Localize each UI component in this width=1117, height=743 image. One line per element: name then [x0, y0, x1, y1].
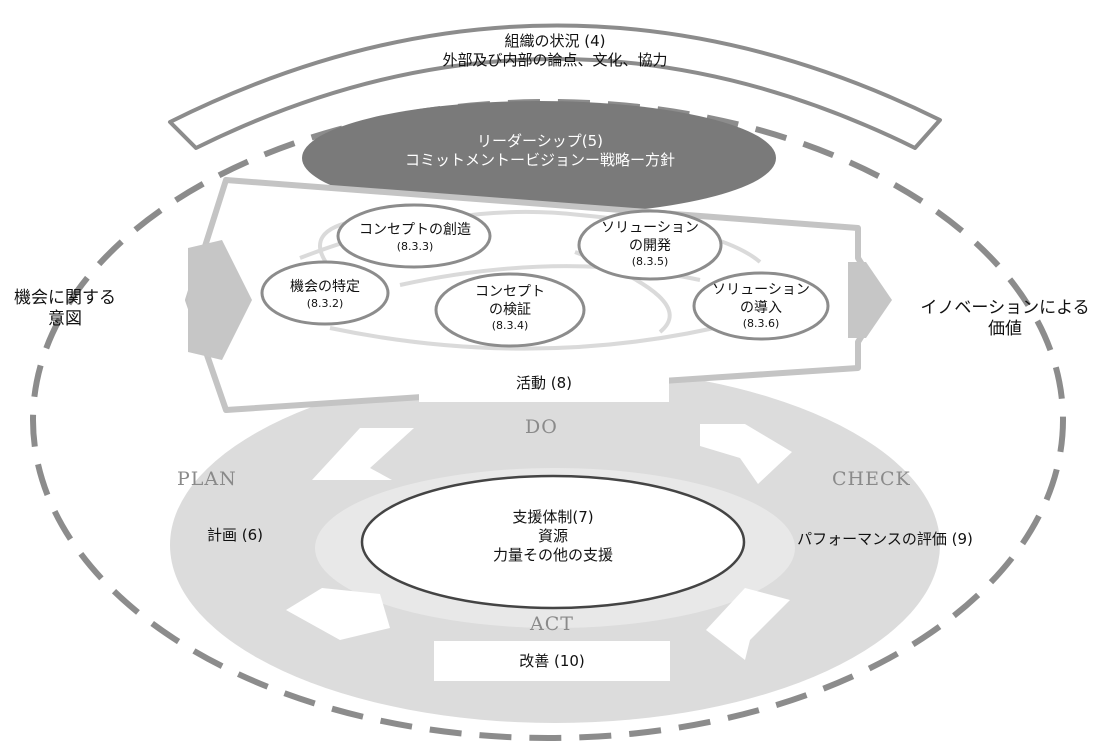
intent-line2: 意図	[48, 309, 82, 330]
pdca-act: ACT	[530, 613, 574, 635]
context-label: 組織の状況 (4) 外部及び内部の論点、文化、協力	[330, 32, 780, 70]
pdca-plan: PLAN	[177, 468, 237, 490]
process-ref: (8.3.6)	[742, 317, 780, 330]
process-solution-deployment: ソリューション の導入 (8.3.6)	[696, 282, 826, 331]
process-name-2: の検証	[489, 301, 531, 318]
process-ellipse-concept-creation	[336, 203, 492, 269]
improvement-label: 改善 (10)	[519, 652, 585, 670]
process-name-2: の開発	[629, 237, 671, 254]
process-name: ソリューション	[601, 220, 699, 236]
support-title: 支援体制(7)	[512, 508, 594, 526]
process-ref: (8.3.2)	[306, 296, 344, 310]
leadership-subtitle: コミットメントービジョンー戦略ー方針	[404, 150, 675, 169]
process-name-2: の導入	[740, 299, 782, 316]
value-line2: 価値	[988, 319, 1022, 340]
intent-line1: 機会に関する	[14, 288, 116, 308]
process-name: コンセプト	[475, 284, 545, 300]
planning-label: 計画 (6)	[206, 526, 264, 544]
process-ellipse-concept-validation	[434, 272, 586, 348]
process-concept-validation: コンセプト の検証 (8.3.4)	[440, 284, 580, 333]
intent-arrow	[188, 240, 252, 360]
process-name: コンセプトの創造	[359, 222, 471, 238]
operation-label: 活動 (8)	[515, 374, 573, 392]
support-resources: 資源	[537, 526, 568, 545]
operation-box	[419, 366, 669, 402]
context-title: 組織の状況 (4)	[504, 32, 606, 50]
process-name: ソリューション	[712, 282, 810, 298]
process-ref: (8.3.5)	[631, 255, 669, 268]
pdca-arrow-plan-to-do	[312, 428, 414, 480]
process-opportunity-identification: 機会の特定 (8.3.2)	[265, 279, 385, 310]
support-competence: 力量その他の支援	[492, 545, 613, 564]
value-arrow	[848, 262, 892, 338]
pdca-arrow-do-to-check	[700, 424, 792, 484]
organization-boundary	[30, 99, 1066, 741]
process-ellipse-solution-development	[577, 209, 723, 281]
process-ellipse-solution-deployment	[692, 271, 830, 341]
support-label: 支援体制(7) 資源 力量その他の支援	[430, 508, 676, 564]
process-swirl	[299, 209, 762, 351]
intent-label: 機会に関する 意図	[0, 288, 130, 331]
leadership-label: リーダーシップ(5) コミットメントービジョンー戦略ー方針	[330, 132, 750, 170]
process-solution-development: ソリューション の開発 (8.3.5)	[582, 220, 718, 269]
process-ref: (8.3.3)	[396, 239, 434, 253]
leadership-ellipse	[302, 101, 776, 215]
process-concept-creation: コンセプトの創造 (8.3.3)	[340, 222, 490, 253]
process-ref: (8.3.4)	[491, 319, 529, 332]
pdca-arrow-check-to-act	[706, 588, 790, 660]
pdca-check: CHECK	[832, 468, 911, 490]
process-ellipse-opportunity-identification	[260, 260, 390, 326]
context-band	[168, 23, 942, 150]
value-line1: イノベーションによる	[920, 298, 1090, 318]
evaluation-label: パフォーマンスの評価 (9)	[797, 530, 973, 548]
pdca-do: DO	[525, 416, 558, 438]
improvement-box	[434, 641, 670, 681]
leadership-title: リーダーシップ(5)	[477, 132, 603, 150]
context-subtitle: 外部及び内部の論点、文化、協力	[442, 50, 668, 69]
process-name: 機会の特定	[290, 279, 360, 295]
support-ellipse	[360, 474, 746, 610]
pdca-arrow-act-to-plan	[286, 588, 390, 640]
value-label: イノベーションによる 価値	[900, 298, 1110, 341]
